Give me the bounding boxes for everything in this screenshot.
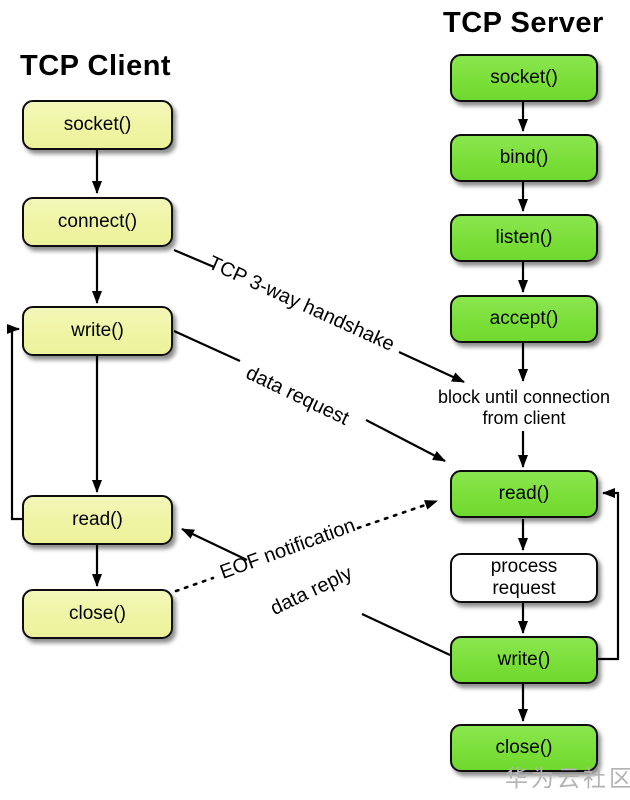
client-title: TCP Client — [20, 50, 172, 82]
edge-label-handshake: TCP 3-way handshake — [204, 252, 398, 356]
server-title: TCP Server — [443, 7, 604, 39]
server-box-close: close() — [450, 724, 598, 772]
server-box-write: write() — [450, 636, 598, 684]
client-box-close: close() — [22, 589, 173, 639]
server-box-read: read() — [450, 470, 598, 518]
client-box-socket: socket() — [22, 100, 173, 150]
watermark: 华为云社区 — [505, 765, 630, 791]
client-box-read: read() — [22, 495, 173, 545]
server-box-accept: accept() — [450, 295, 598, 343]
server-box-process-request: process request — [450, 553, 598, 603]
client-box-connect: connect() — [22, 197, 173, 247]
server-box-bind: bind() — [450, 134, 598, 182]
server-box-socket: socket() — [450, 54, 598, 102]
server-box-listen: listen() — [450, 214, 598, 262]
block-until-connection-note: block until connection from client — [437, 387, 611, 428]
edge-label-data-reply: data reply — [267, 562, 356, 620]
edge-label-data-request: data request — [242, 362, 353, 430]
client-box-write: write() — [22, 306, 173, 356]
